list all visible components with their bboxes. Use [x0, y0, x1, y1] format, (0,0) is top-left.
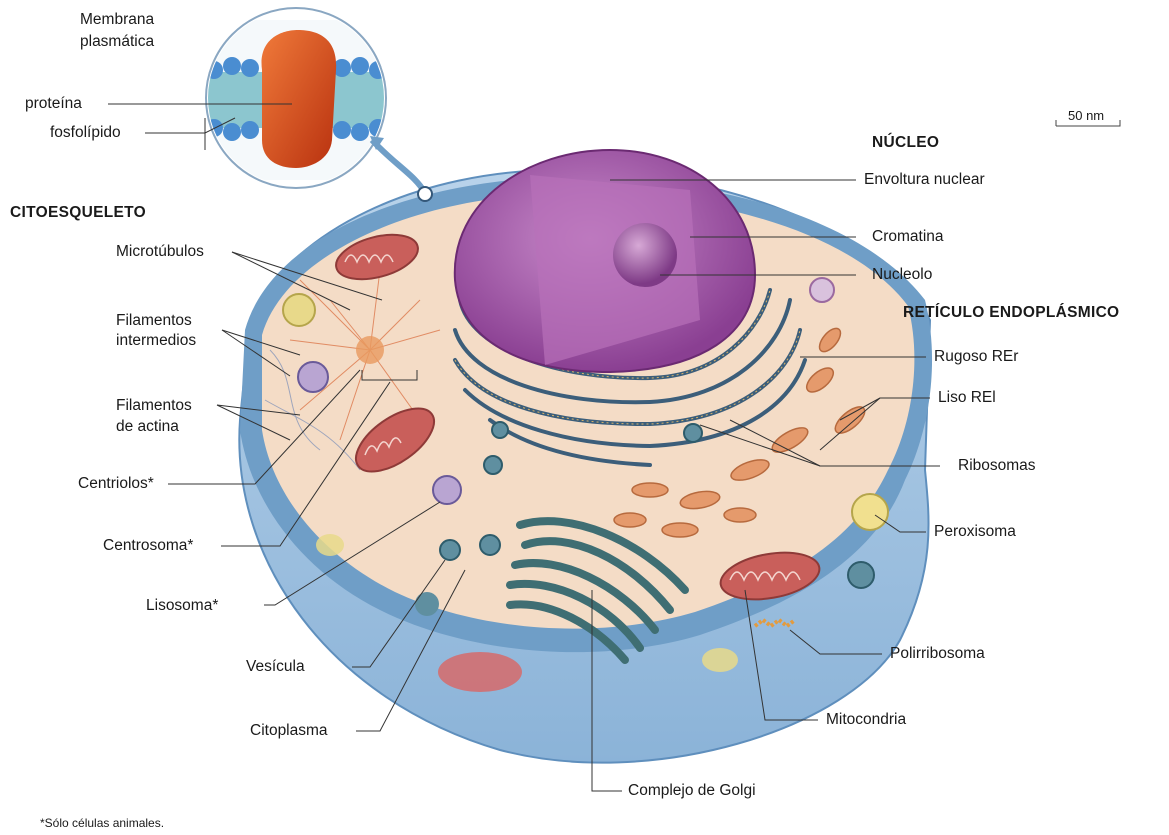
- label-fosfolipido: fosfolípido: [50, 123, 121, 143]
- label-filamentos-actina-1: Filamentos: [116, 396, 192, 416]
- label-centriolos: Centriolos*: [78, 474, 154, 494]
- header-reticulo-endoplasmico: RETÍCULO ENDOPLÁSMICO: [903, 304, 1119, 322]
- label-nucleolo: Nucleolo: [872, 265, 932, 285]
- label-complejo-golgi: Complejo de Golgi: [628, 781, 756, 801]
- label-mitocondria: Mitocondria: [826, 710, 906, 730]
- label-cromatina: Cromatina: [872, 227, 944, 247]
- label-filamentos-actina-2: de actina: [116, 417, 179, 437]
- label-proteina: proteína: [25, 94, 82, 114]
- header-nucleo: NÚCLEO: [872, 134, 939, 152]
- footnote: *Sólo células animales.: [40, 816, 164, 830]
- label-lisosoma: Lisosoma*: [146, 596, 218, 616]
- label-polirribosoma: Polirribosoma: [890, 644, 985, 664]
- nucleolus: [613, 223, 677, 287]
- centrosome: [356, 336, 384, 364]
- scale-bar-label: 50 nm: [1068, 108, 1104, 123]
- label-envoltura-nuclear: Envoltura nuclear: [864, 170, 985, 190]
- protein-shape: [262, 30, 337, 168]
- label-rugoso-rer: Rugoso REr: [934, 347, 1018, 367]
- label-filamentos-intermedios-2: intermedios: [116, 331, 196, 351]
- label-membrana-plasmatica-2: plasmática: [80, 32, 154, 52]
- label-membrana-plasmatica-1: Membrana: [80, 10, 154, 30]
- header-citoesqueleto: CITOESQUELETO: [10, 204, 146, 222]
- label-ribosomas: Ribosomas: [958, 456, 1036, 476]
- inset-arrow: [372, 140, 425, 193]
- label-vesicula: Vesícula: [246, 657, 305, 677]
- label-citoplasma: Citoplasma: [250, 721, 328, 741]
- label-centrosoma: Centrosoma*: [103, 536, 193, 556]
- label-liso-rel: Liso REl: [938, 388, 996, 408]
- label-peroxisoma: Peroxisoma: [934, 522, 1016, 542]
- label-filamentos-intermedios-1: Filamentos: [116, 311, 192, 331]
- label-microtubulos: Microtúbulos: [116, 242, 204, 262]
